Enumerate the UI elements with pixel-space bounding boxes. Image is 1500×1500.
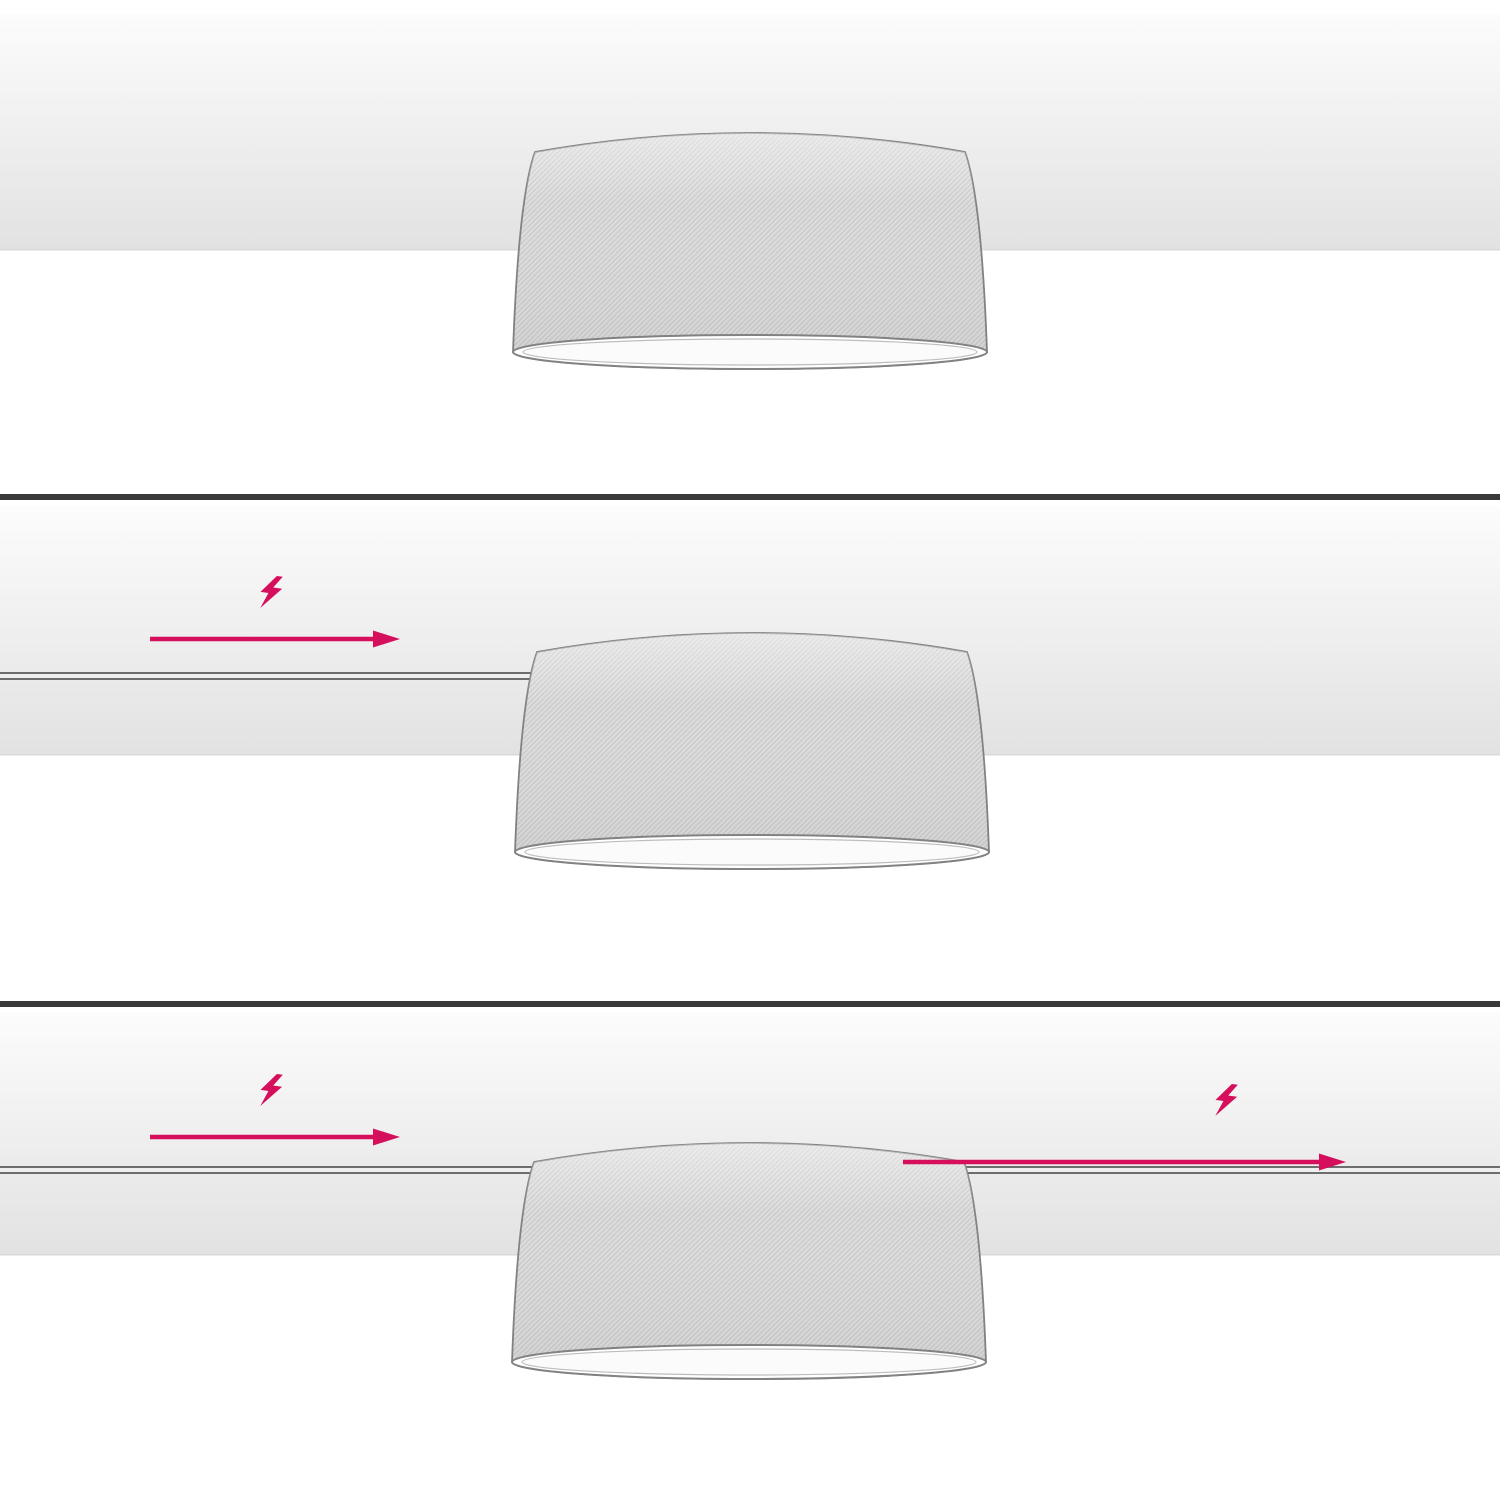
drum-lampshade [514,632,990,870]
current-direction-arrow-left [150,1128,400,1146]
panel-2-lamp-cable-in [0,506,1500,870]
drum-lampshade [512,132,988,370]
flat-cable-right [957,1166,1500,1174]
panel-3-lamp-cable-through [0,1012,1500,1380]
current-direction-arrow-right [903,1153,1346,1171]
panel-1-lamp-flush [0,14,1500,370]
panel-divider-1 [0,494,1500,500]
flat-cable-left [0,1166,546,1174]
drum-lampshade [511,1142,987,1380]
current-direction-arrow [150,630,400,648]
flat-cable-left [0,672,546,680]
panel-divider-2 [0,1001,1500,1007]
